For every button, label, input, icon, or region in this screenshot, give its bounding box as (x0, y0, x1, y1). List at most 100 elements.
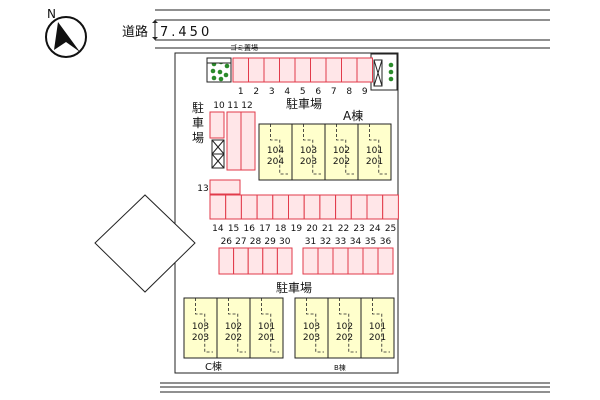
parking-label-vertical-2: 車 (192, 116, 204, 130)
stall-number-27: 27 (235, 237, 246, 247)
parking-stall-25 (382, 194, 399, 220)
stall-number-7: 7 (331, 87, 337, 97)
north-arrow-icon (54, 22, 80, 52)
building-a-room-203: 203 (300, 157, 317, 167)
building-a-room-101: 101 (366, 146, 383, 156)
stall-number-4: 4 (284, 87, 290, 97)
stall-number-2: 2 (253, 87, 259, 97)
parking-stall-17 (256, 194, 274, 220)
parking-stall-23 (350, 194, 368, 220)
parking-stall-35 (362, 247, 379, 275)
balcony-outline (372, 298, 390, 353)
stall-number-28: 28 (250, 237, 262, 247)
building-c-unit-101 (249, 297, 284, 359)
parking-stall-10 (209, 111, 225, 139)
building-a-unit-102 (324, 123, 359, 181)
meter-box (211, 139, 225, 169)
parking-label-bottom: 駐車場 (276, 280, 312, 295)
parking-stall-32 (317, 247, 334, 275)
garbage-area: ゴミ置場 (206, 43, 258, 83)
building-c-unit-102 (216, 297, 251, 359)
stall-number-19: 19 (291, 224, 303, 234)
building-a-room-204: 204 (267, 157, 284, 167)
parking-stall-2 (248, 57, 265, 83)
building-c-room-101: 101 (258, 322, 275, 332)
stall-number-23: 23 (353, 224, 364, 234)
building-b-unit-101 (360, 297, 395, 359)
parking-stall-28 (247, 247, 264, 275)
parking-stall-19 (288, 194, 305, 220)
parking-stall-21 (319, 194, 337, 220)
building-b-name: B棟 (334, 363, 346, 372)
stall-number-32: 32 (320, 237, 331, 247)
stall-number-3: 3 (269, 87, 275, 97)
building-b-unit-103 (294, 297, 329, 359)
stall-number-29: 29 (264, 237, 276, 247)
parking-stall-4 (279, 57, 296, 83)
parking-stall-8 (341, 57, 358, 83)
stall-number-25: 25 (385, 224, 396, 234)
building-c-room-102: 102 (225, 322, 242, 332)
bottom-road (160, 382, 550, 393)
building-b-room-201: 201 (369, 333, 386, 343)
parking-stall-34 (347, 247, 364, 275)
building-b-room-202: 202 (336, 333, 353, 343)
stall-number-15: 15 (228, 224, 239, 234)
compass: N (45, 7, 87, 58)
balcony-outline (336, 124, 354, 175)
building-c-room-201: 201 (258, 333, 275, 343)
parking-stall-33 (332, 247, 349, 275)
balcony-outline (369, 124, 387, 175)
parking-stall-26 (218, 247, 235, 275)
building-b-room-203: 203 (303, 333, 320, 343)
building-c-name: C棟 (205, 360, 222, 373)
balcony-outline (261, 298, 279, 353)
parking-stall-16 (240, 194, 258, 220)
parking-stall-6 (310, 57, 327, 83)
compass-north-label: N (47, 7, 56, 21)
balcony-outline (303, 124, 321, 175)
parking-stall-18 (272, 194, 289, 220)
parking-label-top: 駐車場 (286, 96, 322, 111)
parking-stall-29 (262, 247, 278, 275)
building-a-room-202: 202 (333, 157, 350, 167)
stall-number-17: 17 (259, 224, 270, 234)
building-c-unit-103 (183, 297, 218, 359)
building-a-name: A棟 (343, 108, 363, 123)
balcony-outline (306, 298, 324, 353)
garbage-label: ゴミ置場 (230, 43, 258, 52)
utility-box (370, 53, 398, 91)
balcony-outline (228, 298, 246, 353)
stall-number-14: 14 (212, 224, 224, 234)
building-c-room-203: 203 (192, 333, 209, 343)
parking-stall-36 (377, 247, 394, 275)
stall-number-5: 5 (300, 87, 306, 97)
stall-number-12: 12 (241, 101, 252, 111)
parking-label-vertical-3: 場 (192, 131, 204, 145)
parking-stall-30 (276, 247, 293, 275)
stall-number-1: 1 (238, 87, 244, 97)
parking-stall-22 (335, 194, 352, 220)
stall-number-18: 18 (275, 224, 287, 234)
building-a-room-201: 201 (366, 157, 383, 167)
parking-stall-1 (232, 57, 249, 83)
building-c-room-202: 202 (225, 333, 242, 343)
stall-number-22: 22 (338, 224, 349, 234)
stall-number-35: 35 (365, 237, 376, 247)
stall-number-11: 11 (227, 101, 238, 111)
building-a-unit-101 (357, 123, 392, 181)
stall-number-26: 26 (221, 237, 233, 247)
parking-stall-31 (302, 247, 319, 275)
stall-number-21: 21 (322, 224, 333, 234)
parking-stall-20 (303, 194, 321, 220)
building-a-room-103: 103 (300, 146, 317, 156)
stall-number-16: 16 (244, 224, 256, 234)
building-b-unit-102 (327, 297, 362, 359)
parking-stall-15 (225, 194, 242, 220)
road: 道路 7.450 (122, 9, 550, 49)
building-a-unit-104 (258, 123, 293, 181)
building-a-room-104: 104 (267, 146, 284, 156)
building-a-room-102: 102 (333, 146, 350, 156)
